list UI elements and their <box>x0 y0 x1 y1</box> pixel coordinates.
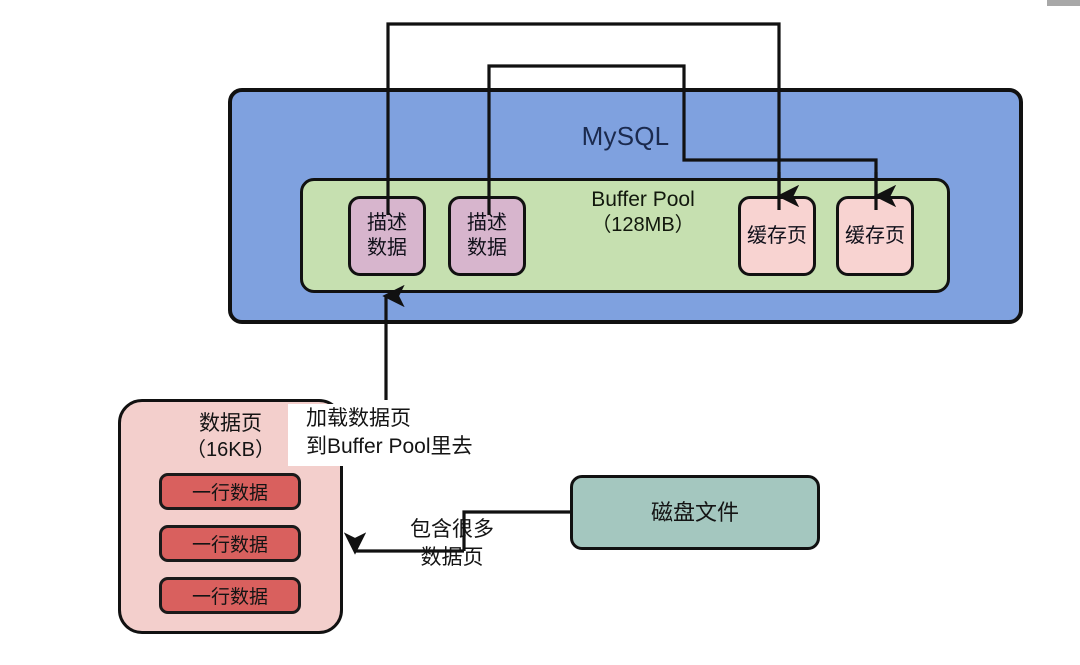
contains-many-data-pages-annotation: 包含很多 数据页 <box>410 516 494 573</box>
data-row-block-3-label: 一行数据 <box>191 587 268 608</box>
data-row-block-1: 一行数据 <box>159 473 301 510</box>
data-row-block-2: 一行数据 <box>159 525 301 562</box>
describe-data-block-2: 描述 数据 <box>448 196 526 276</box>
data-page-title: 数据页 <box>199 412 262 435</box>
mysql-label: MySQL <box>581 121 670 151</box>
load-annotation-line1: 加载数据页 <box>306 407 411 430</box>
load-annotation-line2: 到Buffer Pool里去 <box>306 435 473 459</box>
data-row-block-3: 一行数据 <box>159 577 301 614</box>
annotation-background-patch <box>288 404 350 466</box>
data-page-size: （16KB） <box>186 439 275 462</box>
describe-data-block-1-text: 描述 数据 <box>367 211 407 261</box>
cache-page-block-1-label: 缓存页 <box>747 224 807 247</box>
buffer-pool-title: Buffer Pool <box>591 188 695 211</box>
describe-data-block-2-line2: 数据 <box>467 237 507 259</box>
cache-page-block-2-label: 缓存页 <box>845 224 905 247</box>
buffer-pool-label: Buffer Pool （128MB） <box>553 187 733 238</box>
contains-annotation-line2: 数据页 <box>420 546 484 570</box>
describe-data-block-2-line1: 描述 <box>467 212 507 234</box>
disk-file-label: 磁盘文件 <box>650 499 739 525</box>
data-row-block-2-label: 一行数据 <box>191 535 268 556</box>
describe-data-block-1: 描述 数据 <box>348 196 426 276</box>
load-data-page-annotation: 加载数据页 到Buffer Pool里去 <box>306 405 473 462</box>
contains-annotation-line1: 包含很多 <box>410 518 494 541</box>
cache-page-block-1: 缓存页 <box>738 196 816 276</box>
cache-page-block-2: 缓存页 <box>836 196 914 276</box>
describe-data-block-1-line1: 描述 <box>367 212 407 234</box>
describe-data-block-2-text: 描述 数据 <box>467 211 507 261</box>
top-right-artifact-bar <box>1047 0 1080 6</box>
buffer-pool-size: （128MB） <box>591 214 695 237</box>
data-row-block-1-label: 一行数据 <box>191 483 268 504</box>
disk-file-container: 磁盘文件 <box>570 475 820 550</box>
describe-data-block-1-line2: 数据 <box>367 237 407 259</box>
data-page-label: 数据页 （16KB） <box>121 410 340 463</box>
